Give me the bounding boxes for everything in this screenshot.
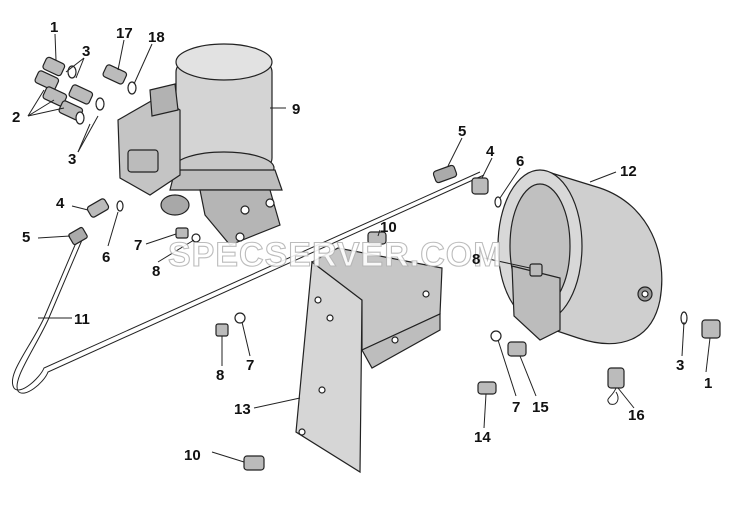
valve-body [117,83,190,216]
callout-2: 2 [12,109,20,126]
callout-8: 8 [216,367,224,384]
callout-3: 3 [82,43,90,60]
callout-14: 14 [474,429,491,446]
callout-labels: 1 17 18 3 2 3 9 5 4 4 6 12 5 6 10 7 8 8 … [12,19,712,464]
callout-4: 4 [486,143,495,160]
callout-17: 17 [116,25,133,42]
callout-10: 10 [380,219,397,236]
air-line-parallel [16,174,485,394]
callout-6: 6 [516,153,524,170]
callout-18: 18 [148,29,165,46]
callout-4: 4 [56,195,65,212]
hardware [68,164,721,471]
air-dryer [169,43,283,246]
mounting-bracket [295,247,443,474]
callout-7: 7 [512,399,520,416]
callout-12: 12 [620,163,637,180]
air-line [12,171,481,391]
callout-16: 16 [628,407,645,424]
callout-7: 7 [134,237,142,254]
callout-8: 8 [152,263,160,280]
leader-lines [27,33,711,463]
callout-1: 1 [704,375,712,392]
callout-9: 9 [292,101,300,118]
callout-11: 11 [74,311,90,328]
callout-5: 5 [458,123,466,140]
watermark: SPECSERVER.COM [168,236,503,274]
callout-3: 3 [676,357,684,374]
callout-7: 7 [246,357,254,374]
callout-13: 13 [234,401,251,418]
callout-10: 10 [184,447,201,464]
callout-1: 1 [50,19,58,36]
callout-8: 8 [472,251,480,268]
fittings [34,56,137,125]
callout-3: 3 [68,151,76,168]
air-tank [497,169,663,345]
callout-15: 15 [532,399,549,416]
callout-6: 6 [102,249,110,266]
callout-5: 5 [22,229,30,246]
